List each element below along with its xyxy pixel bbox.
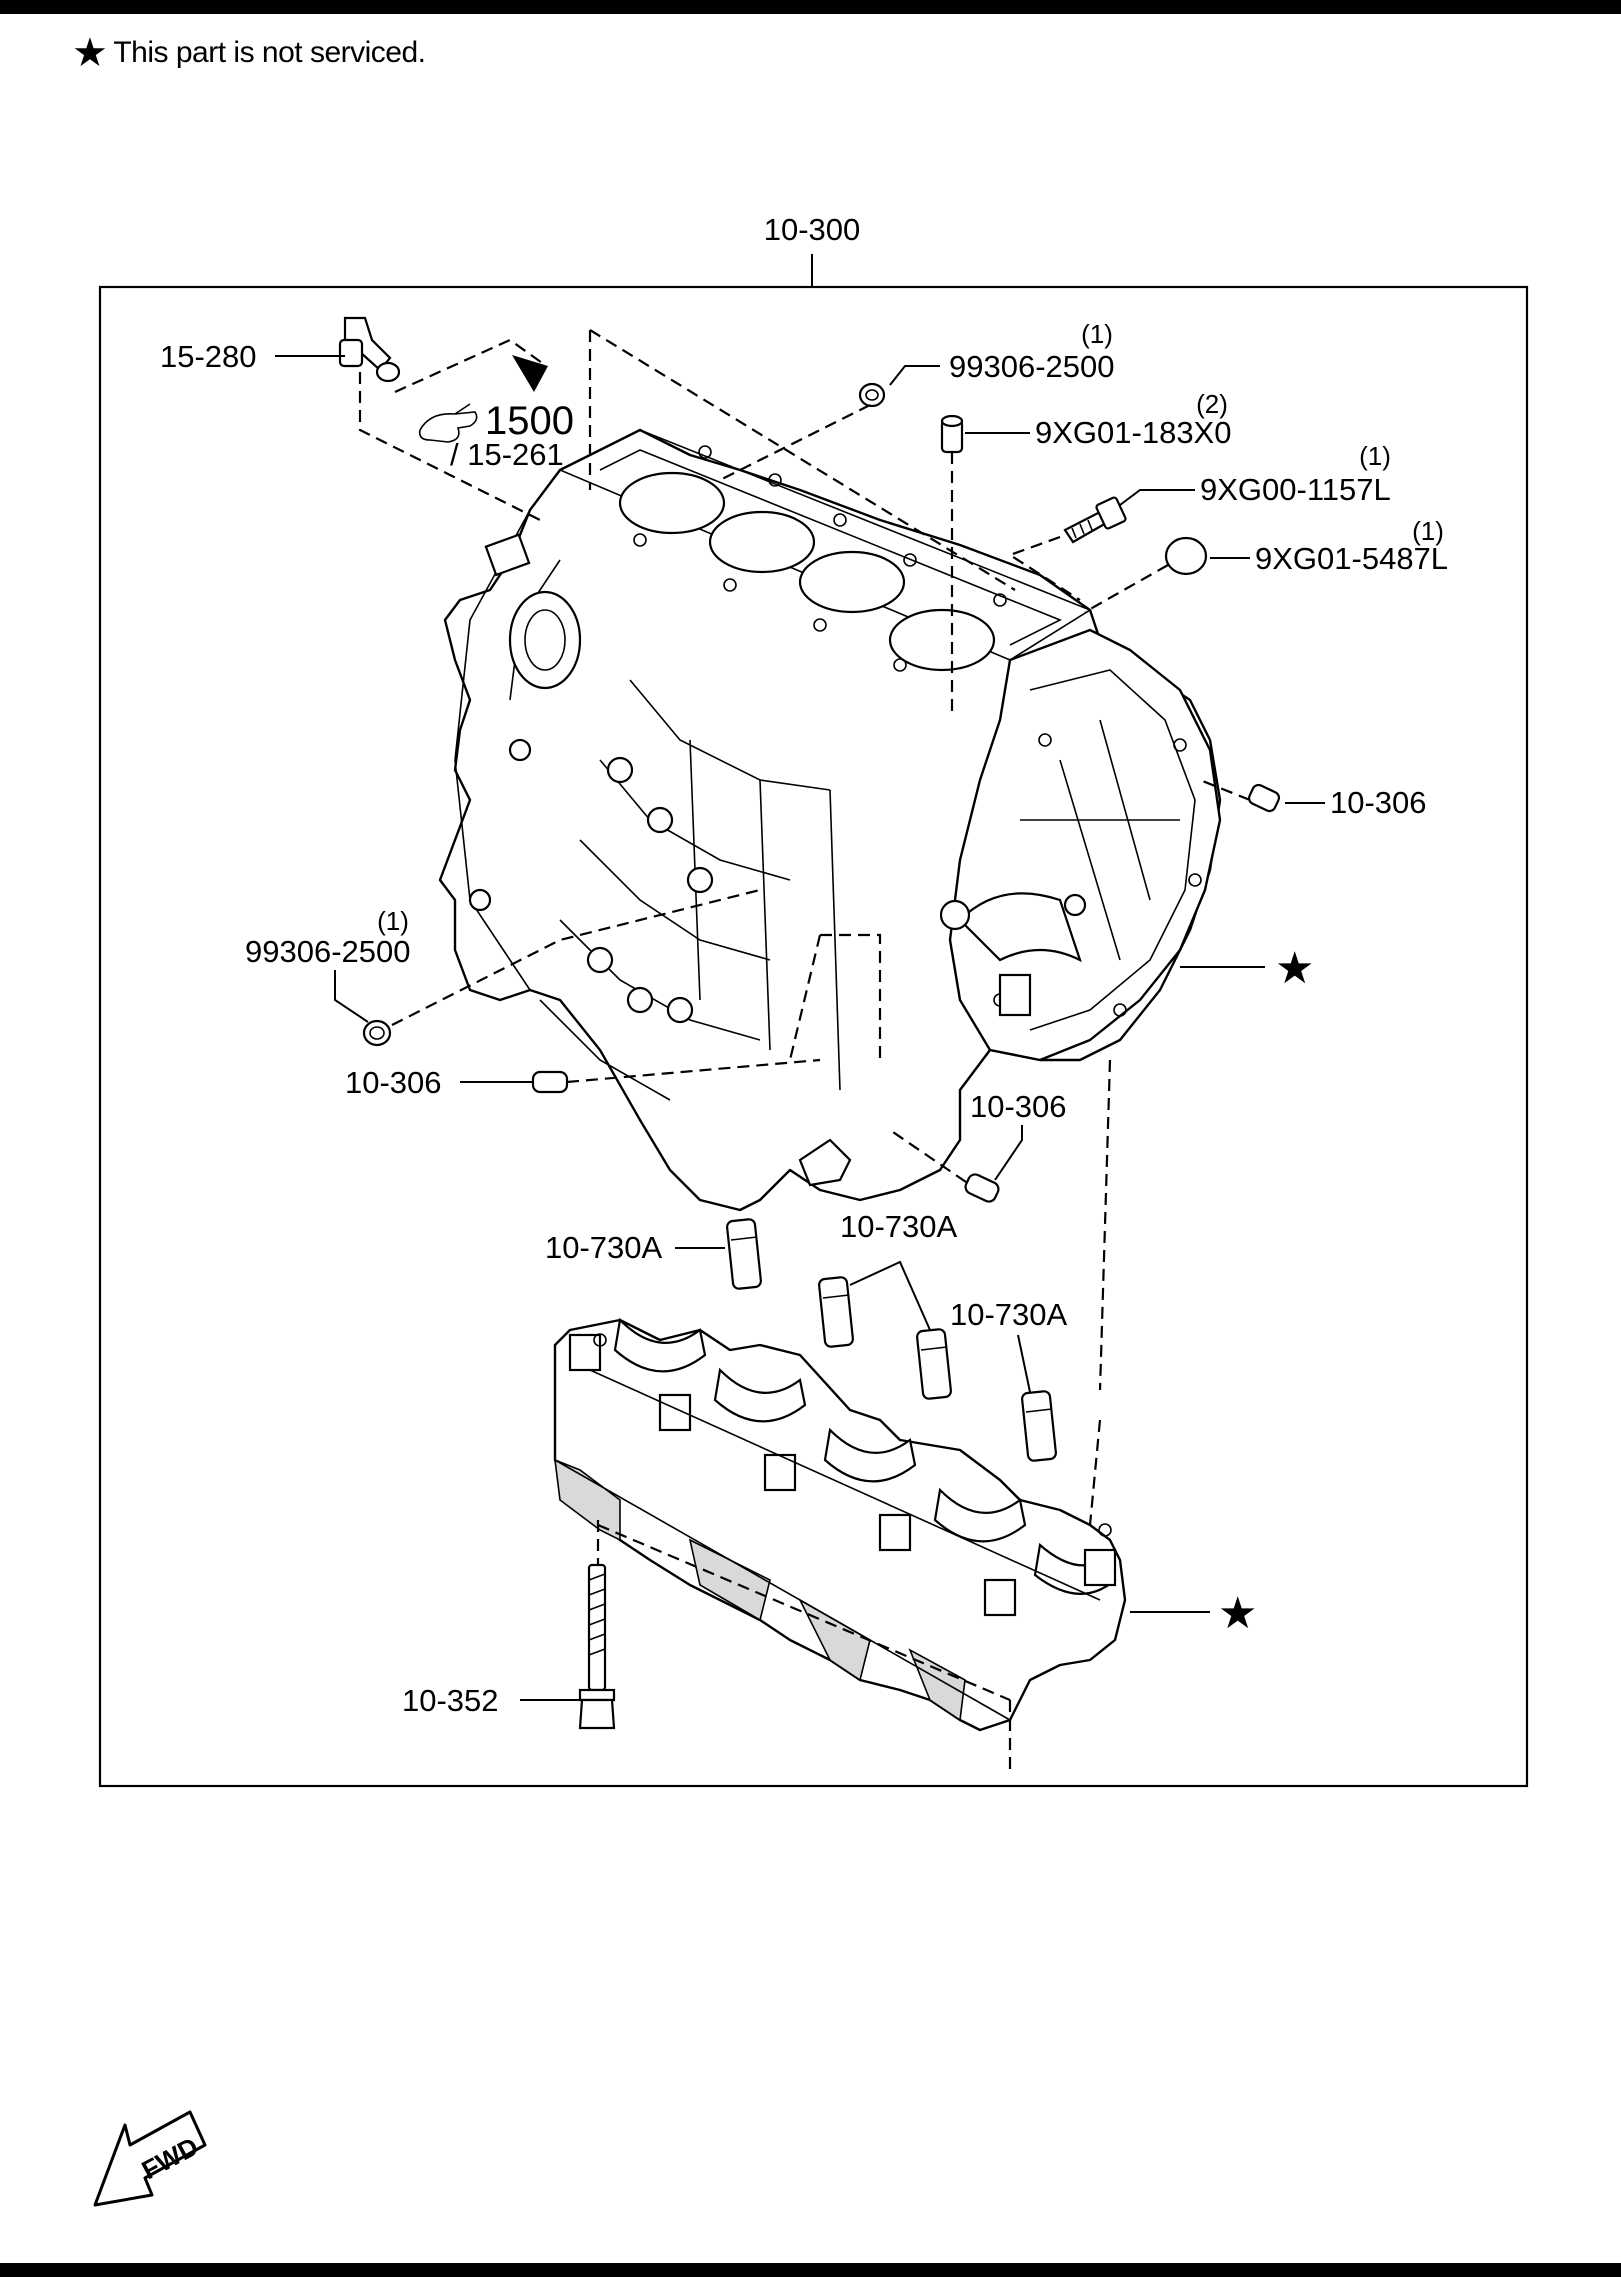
star-cap-icon: ★ (1218, 1589, 1257, 1638)
bearing-a3-leader (1017, 1334, 1031, 1393)
breather-fitting (338, 316, 401, 383)
breather-label[interactable]: 15-280 (160, 339, 257, 374)
dowel-left-label[interactable]: 10-306 (345, 1065, 442, 1100)
main-bearing-cap (553, 1317, 1127, 1732)
plug-left-leader (334, 970, 369, 1023)
plug-left (362, 1019, 392, 1047)
dowel-left (531, 1070, 569, 1094)
dowel-top-qty: (2) (1196, 389, 1228, 419)
dowel-bottom (964, 1173, 1000, 1203)
plug-top-leader (889, 365, 940, 386)
sensor-qty: (1) (1359, 441, 1391, 471)
alignment-lines (358, 329, 1251, 1775)
bearing-a2-label[interactable]: 10-730A (840, 1209, 958, 1244)
bolt-label[interactable]: 10-352 (402, 1683, 499, 1718)
bearing-a1-label[interactable]: 10-730A (545, 1230, 663, 1265)
sensor-leader (1119, 489, 1195, 506)
top-border (0, 0, 1621, 14)
plug-top (858, 382, 886, 408)
dowel-bottom-label[interactable]: 10-306 (970, 1089, 1067, 1124)
plug-left-qty: (1) (377, 906, 409, 936)
dowel-right (1247, 783, 1281, 813)
bearing-insert-2 (818, 1276, 854, 1348)
note-text: This part is not serviced. (113, 36, 426, 69)
dowel-bottom-leader (994, 1125, 1023, 1181)
fwd-arrow-icon: FWD (93, 2110, 207, 2207)
cap-label[interactable]: 9XG01-5487L (1255, 541, 1448, 576)
assembly-frame (98, 285, 1529, 1788)
cylinder-block (438, 428, 1222, 1212)
sensor (1063, 496, 1127, 544)
bottom-border (0, 2263, 1621, 2277)
dowel-right-label[interactable]: 10-306 (1330, 785, 1427, 820)
cap-qty: (1) (1412, 516, 1444, 546)
reference-part-label[interactable]: / 15-261 (450, 437, 564, 472)
dowel-top (940, 414, 964, 454)
bolt (578, 1563, 616, 1730)
reference-group-label[interactable]: 1500 (485, 399, 574, 443)
bearing-a2-leader (849, 1260, 931, 1331)
plug-top-qty: (1) (1081, 319, 1113, 349)
reference-hand-icon (418, 403, 478, 443)
sensor-label[interactable]: 9XG00-1157L (1200, 472, 1391, 507)
plug-left-label[interactable]: 99306-2500 (245, 934, 411, 969)
cap-plug (1164, 536, 1208, 576)
star-icon: ★ (72, 31, 108, 75)
bearing-insert-4 (1021, 1390, 1057, 1462)
star-block-icon: ★ (1275, 944, 1314, 993)
plug-top-label[interactable]: 99306-2500 (949, 349, 1115, 384)
not-serviced-note: ★ This part is not serviced. (72, 31, 426, 75)
bearing-insert-1 (726, 1218, 762, 1290)
dowel-top-label[interactable]: 9XG01-183X0 (1035, 415, 1231, 450)
bearing-a3-label[interactable]: 10-730A (950, 1297, 1068, 1332)
arrow-down-icon (512, 355, 548, 392)
assembly-label[interactable]: 10-300 (764, 212, 861, 247)
bearing-insert-3 (916, 1328, 952, 1400)
